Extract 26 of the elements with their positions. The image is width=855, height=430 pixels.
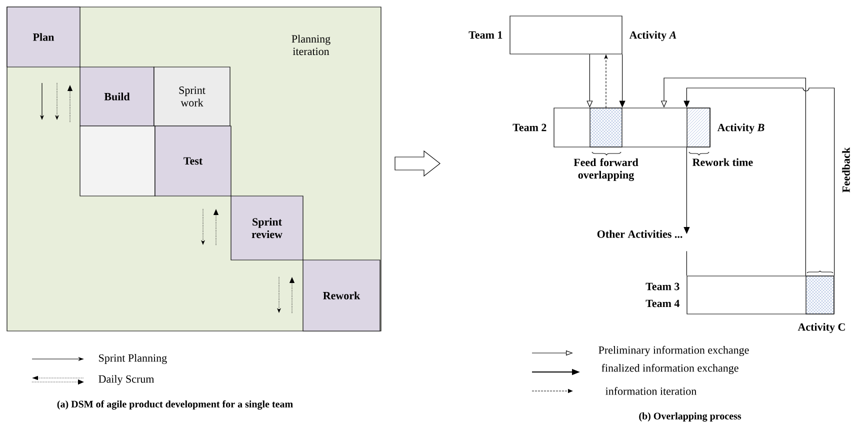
matrix-cell: Plan	[6, 6, 80, 68]
activity-label: Activity C	[798, 323, 845, 333]
matrix-cell: Build	[80, 66, 154, 126]
activity-text: Other Activities ...	[597, 230, 682, 238]
matrix-cell: Sprint work	[154, 66, 230, 126]
legend-text: Sprint Planning	[99, 354, 167, 364]
legend-text: finalized information exchange	[602, 364, 738, 374]
caption: (b) Overlapping process	[639, 412, 742, 422]
activity-label: Activity A	[629, 31, 676, 41]
matrix-cell: Sprint review	[230, 196, 304, 260]
team-label: Team 1	[468, 31, 502, 39]
team-label: Team 4	[646, 300, 680, 308]
caption: (a) DSM of agile product development for a single team	[57, 400, 293, 410]
legend-text: information iteration	[606, 387, 696, 395]
activity-label: Activity B	[717, 124, 764, 134]
segment-label: Feed forward overlapping	[574, 158, 638, 181]
team-label: Team 2	[512, 124, 546, 132]
segment-label: Rework time	[692, 158, 753, 166]
team-label: Team 3	[646, 282, 680, 290]
legend-text: Daily Scrum	[98, 375, 154, 385]
arrow	[684, 146, 690, 234]
edge-label: Feedback	[841, 146, 851, 194]
matrix-cell: Test	[154, 126, 232, 196]
legend-text: Preliminary information exchange	[598, 346, 749, 356]
matrix-cell: Rework	[302, 260, 380, 332]
arrow	[684, 88, 835, 276]
